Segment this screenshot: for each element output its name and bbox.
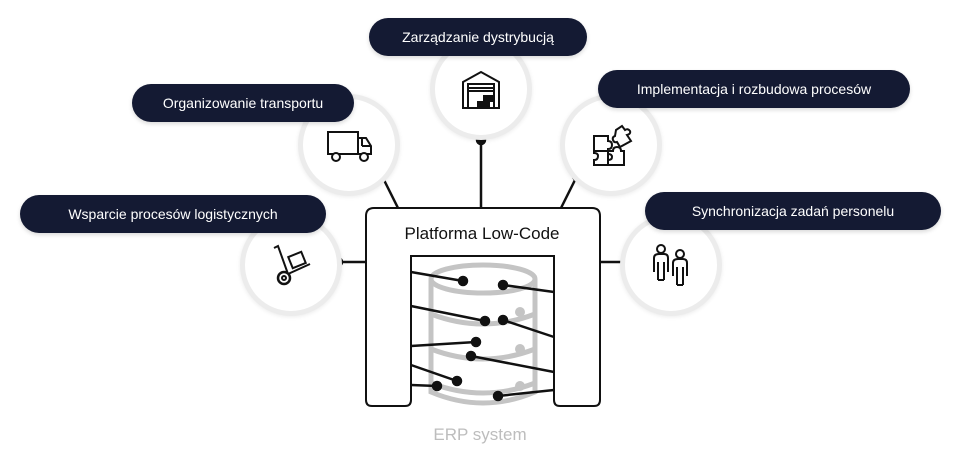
people-icon [653,244,688,286]
feature-label-implementation: Implementacja i rozbudowa procesów [598,70,910,108]
hand-truck-icon [273,244,311,286]
feature-label-logistics: Wsparcie procesów logistycznych [20,195,326,233]
feature-label-transport: Organizowanie transportu [132,84,354,122]
database-indicators [515,307,525,391]
truck-icon [327,131,372,162]
integration-wires [410,270,555,402]
warehouse-icon [462,70,500,109]
puzzle-icon [593,124,633,166]
erp-label: ERP system [433,425,527,444]
feature-label-distribution: Zarządzanie dystrybucją [369,18,587,56]
feature-label-personnel: Synchronizacja zadań personelu [645,192,941,230]
platform-title: Platforma Low-Code [404,224,560,243]
feature-circle-personnel[interactable] [620,214,722,316]
feature-circle-implementation[interactable] [560,94,662,196]
platform-arch [365,207,601,407]
